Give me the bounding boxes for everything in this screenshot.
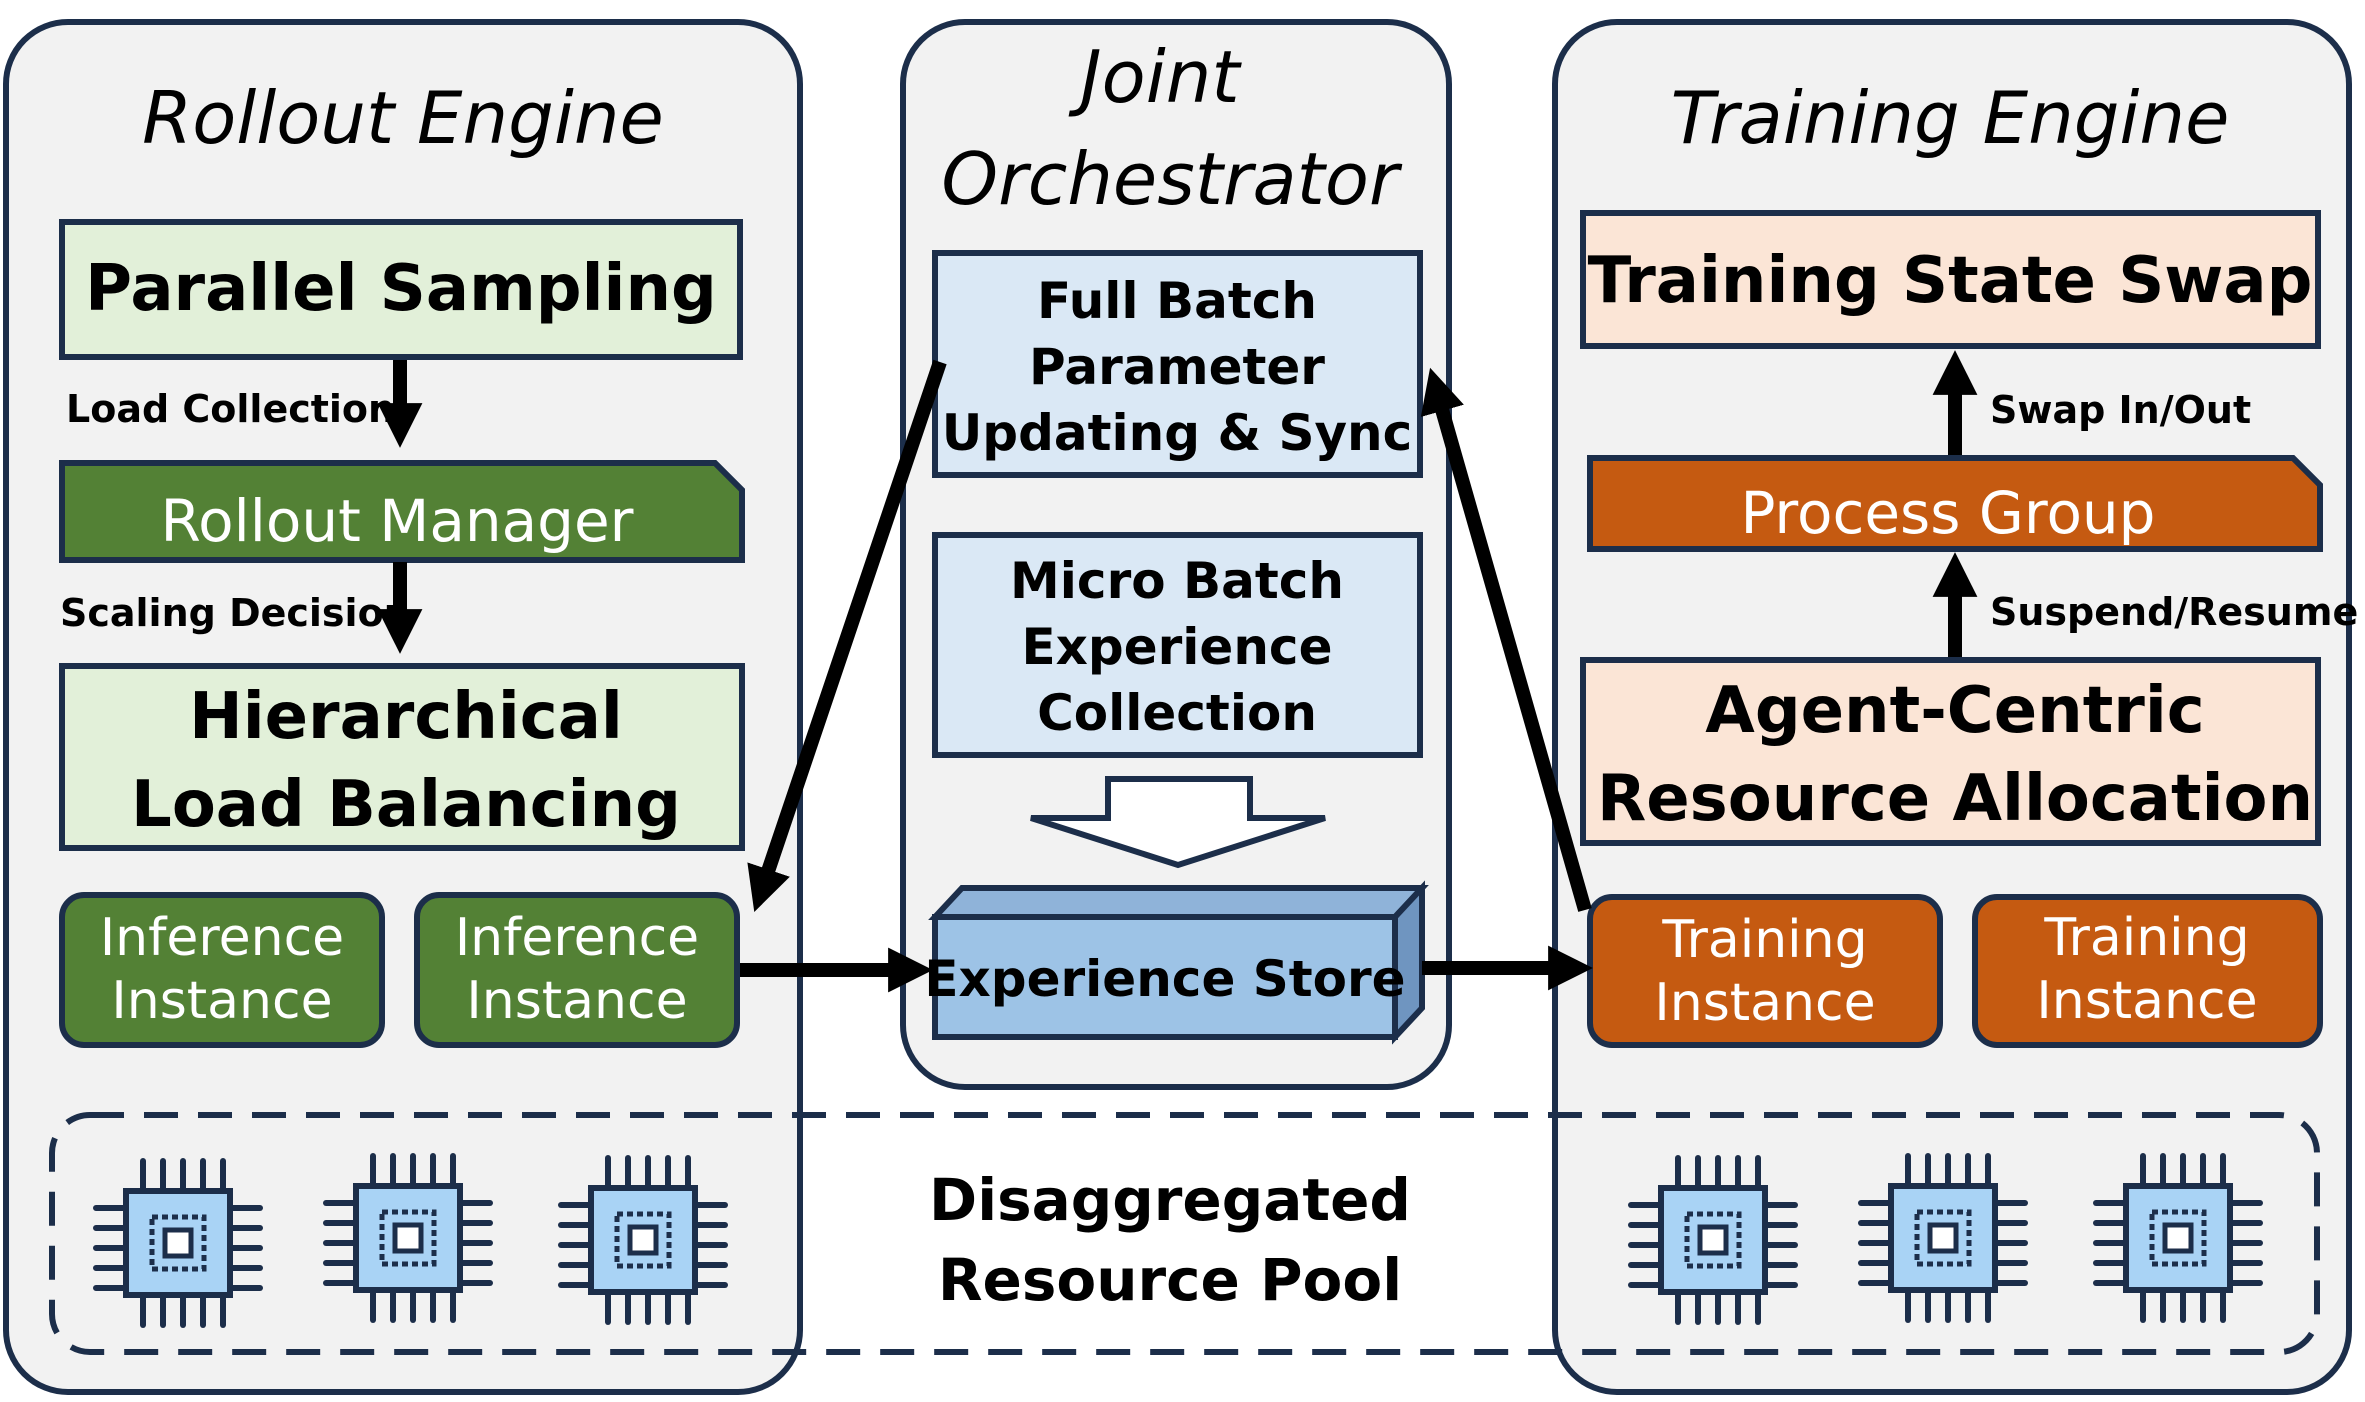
hlb-label-line2: Load Balancing <box>131 768 681 842</box>
training-instance-1: Training Instance <box>1587 894 1943 1048</box>
micro-batch-line3: Collection <box>1037 684 1317 742</box>
hlb-label-line1: Hierarchical <box>189 680 623 754</box>
rollout-engine-title: Rollout Engine <box>142 76 664 160</box>
resource-pool-line2: Resource Pool <box>938 1246 1402 1314</box>
training-state-swap-box: Training State Swap <box>1580 210 2321 349</box>
training-1-line2: Instance <box>1654 973 1875 1033</box>
training-state-swap-label: Training State Swap <box>1588 244 2313 318</box>
parallel-sampling-label: Parallel Sampling <box>85 252 717 326</box>
arrow-training-to-fullbatch <box>1420 367 1592 912</box>
scaling-decision-label: Scaling Decision <box>60 591 411 635</box>
inference-instance-1: Inference Instance <box>59 892 385 1048</box>
hierarchical-load-balancing-box: Hierarchical Load Balancing <box>59 663 745 851</box>
rollout-manager-box: Rollout Manager <box>59 460 745 563</box>
process-group-box: Process Group <box>1587 455 2323 552</box>
inference-2-line2: Instance <box>466 971 687 1031</box>
full-batch-box: Full Batch Parameter Updating & Sync <box>932 250 1423 478</box>
parallel-sampling-box: Parallel Sampling <box>59 219 743 360</box>
swap-in-out-label: Swap In/Out <box>1990 388 2251 432</box>
micro-batch-box: Micro Batch Experience Collection <box>932 532 1423 758</box>
suspend-resume-label: Suspend/Resume <box>1990 590 2358 634</box>
training-instance-2: Training Instance <box>1972 894 2323 1048</box>
rollout-manager-label: Rollout Manager <box>160 487 633 555</box>
hollow-down-arrow <box>1030 776 1326 869</box>
training-1-line1: Training <box>1661 910 1867 970</box>
resource-pool: Disaggregated Resource Pool <box>49 1112 2320 1355</box>
full-batch-line3: Updating & Sync <box>942 404 1413 462</box>
acra-line1: Agent-Centric <box>1705 674 2204 748</box>
training-engine-title: Training Engine <box>1671 76 2230 160</box>
resource-pool-line1: Disaggregated <box>929 1166 1411 1234</box>
experience-store-label: Experience Store <box>924 950 1405 1008</box>
orchestrator-title-line1: Joint <box>1068 35 1242 119</box>
inference-1-line2: Instance <box>111 971 332 1031</box>
full-batch-line1: Full Batch <box>1037 272 1317 330</box>
inference-instance-2: Inference Instance <box>414 892 740 1048</box>
load-collection-label: Load Collection <box>66 387 395 431</box>
process-group-label: Process Group <box>1740 479 2155 547</box>
micro-batch-line1: Micro Batch <box>1010 552 1344 610</box>
training-2-line1: Training <box>2043 908 2249 968</box>
micro-batch-line2: Experience <box>1022 618 1333 676</box>
acra-line2: Resource Allocation <box>1597 762 2313 836</box>
full-batch-line2: Parameter <box>1029 338 1325 396</box>
orchestrator-title-line2: Orchestrator <box>941 137 1403 221</box>
training-2-line2: Instance <box>2036 971 2257 1031</box>
experience-store-box: Experience Store <box>924 880 1429 1045</box>
inference-1-line1: Inference <box>100 908 344 968</box>
arrow-fullbatch-to-inference <box>747 359 947 912</box>
inference-2-line1: Inference <box>455 908 699 968</box>
agent-centric-box: Agent-Centric Resource Allocation <box>1580 657 2321 846</box>
